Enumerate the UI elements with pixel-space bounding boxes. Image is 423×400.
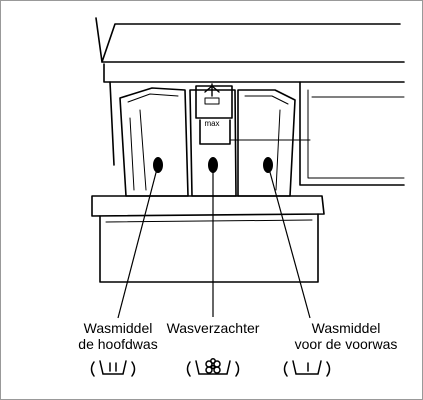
label-softener-line1: Wasverzachter (166, 320, 260, 336)
leader-line-main-wash (117, 164, 159, 319)
softener-siphon (195, 85, 233, 119)
label-main-wash: Wasmiddel de hoofdwas (48, 320, 188, 352)
siphon-slot (204, 97, 220, 105)
compartment-prewash-shading (275, 109, 281, 191)
compartment-prewash (237, 89, 296, 197)
machine-top-panel (95, 17, 401, 63)
label-prewash-line1: Wasmiddel (311, 320, 381, 336)
drawer-left-wall (109, 81, 115, 166)
compartment-main-wash-rim (127, 93, 179, 103)
prewash-symbol-icon (283, 360, 331, 377)
compartment-prewash-rim (244, 95, 289, 105)
label-softener: Wasverzachter (143, 320, 283, 336)
compartment-main-wash-shading (139, 109, 147, 191)
compartment-main-wash-shading-2 (129, 117, 135, 191)
compartment-main-wash (119, 87, 189, 197)
main-wash-symbol-icon (90, 360, 136, 377)
label-main-wash-line2: de hoofdwas (78, 336, 158, 352)
machine-front-edge (103, 63, 405, 83)
drawer-front-panel (99, 213, 319, 283)
machine-housing-right (299, 81, 405, 186)
label-prewash: Wasmiddel voor de voorwas (276, 320, 416, 352)
drawer-front-top (91, 195, 325, 217)
drawer-front-inner-line (105, 219, 313, 223)
label-main-wash-line1: Wasmiddel (83, 320, 153, 336)
label-prewash-line2: voor de voorwas (294, 336, 398, 352)
siphon-max-mark: max (204, 119, 219, 128)
housing-inner-line (307, 89, 405, 179)
softener-siphon-body (199, 119, 231, 145)
siphon-arrow-icon (204, 83, 220, 97)
flower-symbol-icon (186, 358, 240, 377)
leader-line-prewash (267, 164, 311, 319)
